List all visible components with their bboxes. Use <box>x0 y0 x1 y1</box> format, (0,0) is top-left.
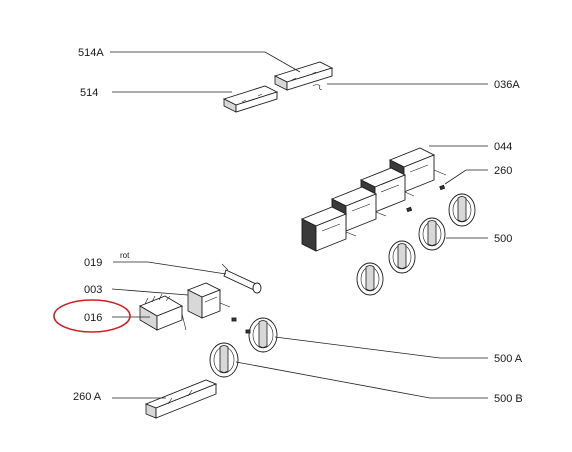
label-003: 003 <box>84 284 102 296</box>
label-019: 019 <box>84 257 102 269</box>
part-003-switch <box>186 282 231 319</box>
label-500A: 500 A <box>494 353 523 365</box>
part-500-knob-3 <box>388 240 416 274</box>
label-514: 514 <box>80 87 98 99</box>
part-036A <box>312 84 323 91</box>
part-260A-bracket <box>144 379 218 419</box>
part-019-lamp <box>221 263 262 294</box>
label-500B: 500 B <box>494 393 523 405</box>
part-016-terminal-block <box>138 293 187 331</box>
label-260A: 260 A <box>73 391 102 403</box>
highlight-circle-016 <box>53 299 131 333</box>
part-044-switch-4 <box>300 206 357 252</box>
part-500A-knob <box>248 317 278 353</box>
label-016: 016 <box>84 312 102 324</box>
part-500-knob-1 <box>448 193 476 227</box>
small-spacer-marks <box>231 317 251 334</box>
part-260-clip <box>406 184 446 213</box>
part-500B-knob <box>209 342 239 378</box>
label-rot: rot <box>120 251 130 260</box>
label-260: 260 <box>494 165 512 177</box>
label-514A: 514A <box>78 47 104 59</box>
label-500: 500 <box>494 233 512 245</box>
part-500-knob-2 <box>418 217 446 251</box>
label-044: 044 <box>494 141 512 153</box>
part-514 <box>222 85 279 113</box>
part-514A <box>273 61 334 91</box>
label-036A: 036A <box>494 79 520 91</box>
part-500-knob-4 <box>356 262 384 296</box>
